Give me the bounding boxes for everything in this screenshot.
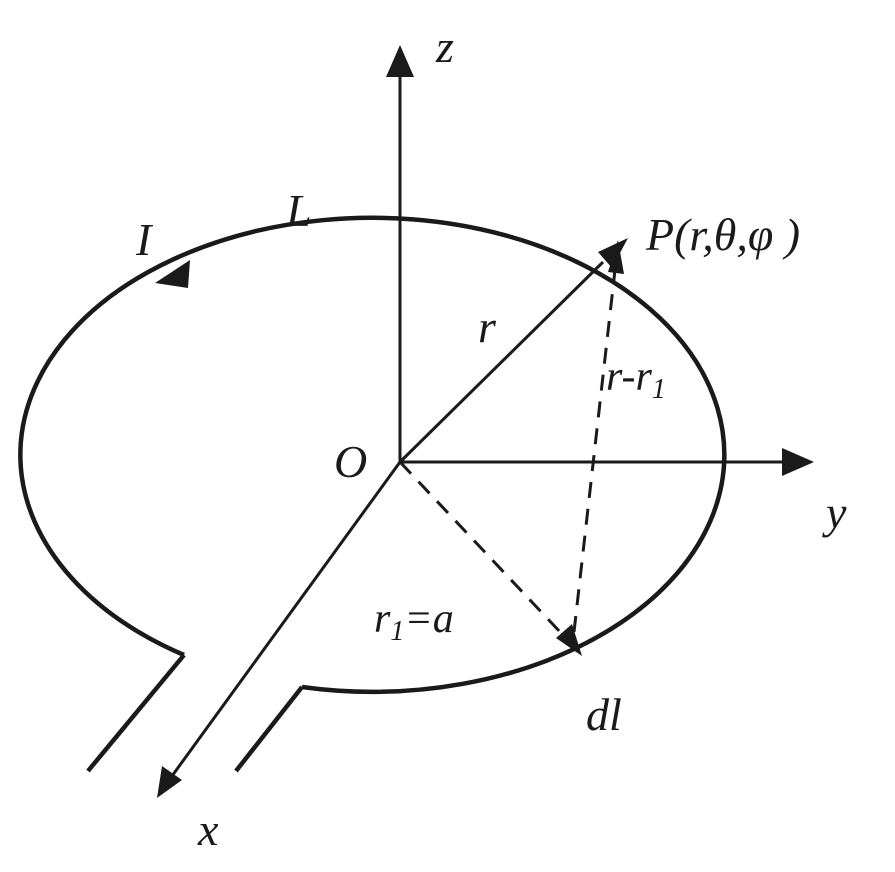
vector-r1-label: r1=a bbox=[374, 596, 454, 647]
current-loop bbox=[18, 215, 727, 694]
point-label: P(r,θ,φ ) bbox=[645, 209, 800, 260]
vector-r bbox=[398, 260, 605, 464]
origin-label: O bbox=[334, 436, 367, 487]
x-axis-arrowhead bbox=[157, 766, 182, 798]
y-axis-arrowhead bbox=[782, 448, 814, 476]
vector-r1 bbox=[398, 460, 564, 636]
lead-wire-left bbox=[86, 653, 186, 773]
vector-r-minus-r1 bbox=[572, 269, 617, 633]
current-label: I bbox=[135, 214, 154, 265]
vector-r1-equals: =a bbox=[404, 596, 453, 642]
vector-r-minus-r1-text: r-r bbox=[606, 354, 652, 400]
y-axis-label: y bbox=[822, 487, 847, 538]
vector-r-arrowhead bbox=[598, 238, 628, 268]
vector-r-minus-r1-label: r-r1 bbox=[606, 354, 666, 405]
x-axis-label: x bbox=[197, 804, 219, 855]
loop-label: L bbox=[285, 185, 312, 236]
z-axis-arrowhead bbox=[386, 45, 414, 77]
vector-r-minus-r1-arrowhead bbox=[608, 240, 624, 274]
vector-r1-arrowhead bbox=[556, 624, 582, 656]
element-dl-label: dl bbox=[586, 689, 622, 740]
vector-r1-text: r bbox=[374, 596, 391, 642]
lead-wire-right bbox=[234, 685, 304, 773]
vector-r1-subscript: 1 bbox=[390, 616, 404, 647]
vector-r-minus-r1-subscript: 1 bbox=[652, 374, 666, 405]
z-axis-label: z bbox=[435, 21, 454, 72]
current-direction-arrow bbox=[155, 260, 190, 288]
x-axis bbox=[170, 461, 402, 777]
vector-r-label: r bbox=[478, 301, 497, 352]
